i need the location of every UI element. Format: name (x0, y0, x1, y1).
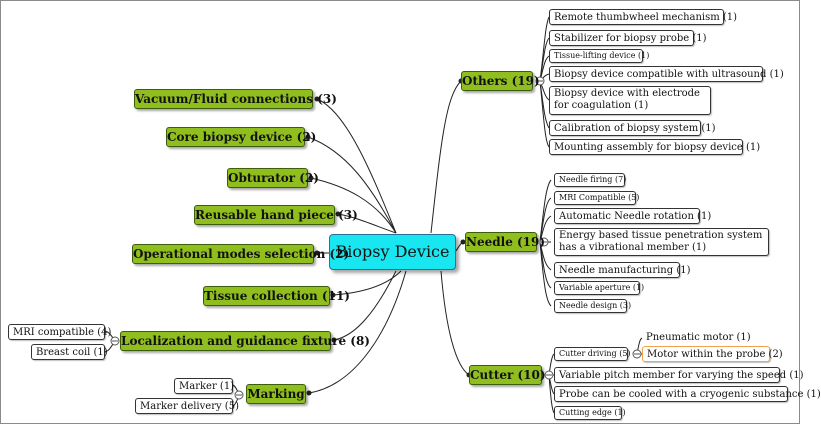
leaf-mri-compatible-needle[interactable]: MRI Compatible (5) (554, 191, 639, 205)
leaf-tissue-lifting-device[interactable]: Tissue-lifting device (1) (549, 49, 649, 63)
branch-marking[interactable]: Marking (246, 384, 306, 404)
leaf-marker-delivery[interactable]: Marker delivery (5) (135, 398, 239, 414)
leaf-needle-firing[interactable]: Needle firing (7) (554, 173, 626, 187)
branch-needle[interactable]: Needle (19) (465, 232, 545, 252)
leaf-stabilizer-biopsy-probe[interactable]: Stabilizer for biopsy probe (1) (549, 30, 707, 46)
leaf-cutting-edge[interactable]: Cutting edge (1) (554, 406, 626, 420)
leaf-electrode-coagulation[interactable]: Biopsy device with electrode for coagula… (549, 86, 711, 115)
branch-core-biopsy-device[interactable]: Core biopsy device (2) (166, 127, 316, 147)
leaf-cryogenic-cooling[interactable]: Probe can be cooled with a cryogenic sub… (554, 386, 821, 402)
branch-tissue-collection[interactable]: Tissue collection (11) (203, 286, 350, 306)
leaf-variable-pitch[interactable]: Variable pitch member for varying the sp… (554, 367, 804, 383)
leaf-motor-within-probe[interactable]: Motor within the probe (2) (642, 346, 783, 362)
leaf-needle-design[interactable]: Needle design (3) (554, 299, 631, 313)
leaf-mounting-assembly[interactable]: Mounting assembly for biopsy device (1) (549, 139, 760, 155)
leaf-marker[interactable]: Marker (1) (174, 378, 234, 394)
connector-lines (104, 16, 643, 414)
leaf-energy-penetration[interactable]: Energy based tissue penetration system h… (554, 228, 769, 256)
leaf-variable-aperture[interactable]: Variable aperture (1) (554, 281, 644, 295)
branch-reusable-hand-piece[interactable]: Reusable hand piece (3) (194, 205, 358, 225)
leaf-ultrasound-compatible[interactable]: Biopsy device compatible with ultrasound… (549, 66, 784, 82)
leaf-calibration[interactable]: Calibration of biopsy system (1) (549, 120, 716, 136)
branch-obturator[interactable]: Obturator (2) (227, 168, 319, 188)
branch-localization-guidance-fixture[interactable]: Localization and guidance fixture (8) (120, 331, 370, 351)
leaf-cutter-driving[interactable]: Cutter driving (5) (554, 347, 631, 361)
center-node[interactable]: Biopsy Device (329, 234, 456, 270)
leaf-breast-coil[interactable]: Breast coil (1) (31, 344, 108, 360)
branch-operational-modes-selection[interactable]: Operational modes selection (2) (132, 244, 349, 264)
branch-vacuum-fluid-connections[interactable]: Vacuum/Fluid connections (3) (134, 89, 337, 109)
branch-cutter[interactable]: Cutter (10) (469, 365, 546, 385)
branch-others[interactable]: Others (19) (461, 71, 540, 91)
leaf-remote-thumbwheel[interactable]: Remote thumbwheel mechanism (1) (549, 9, 737, 25)
leaf-needle-manufacturing[interactable]: Needle manufacturing (1) (554, 262, 691, 278)
leaf-mri-compatible[interactable]: MRI compatible (4) (8, 324, 111, 340)
leaf-automatic-needle-rotation[interactable]: Automatic Needle rotation (1) (554, 208, 711, 224)
leaf-pneumatic-motor[interactable]: Pneumatic motor (1) (646, 332, 751, 343)
